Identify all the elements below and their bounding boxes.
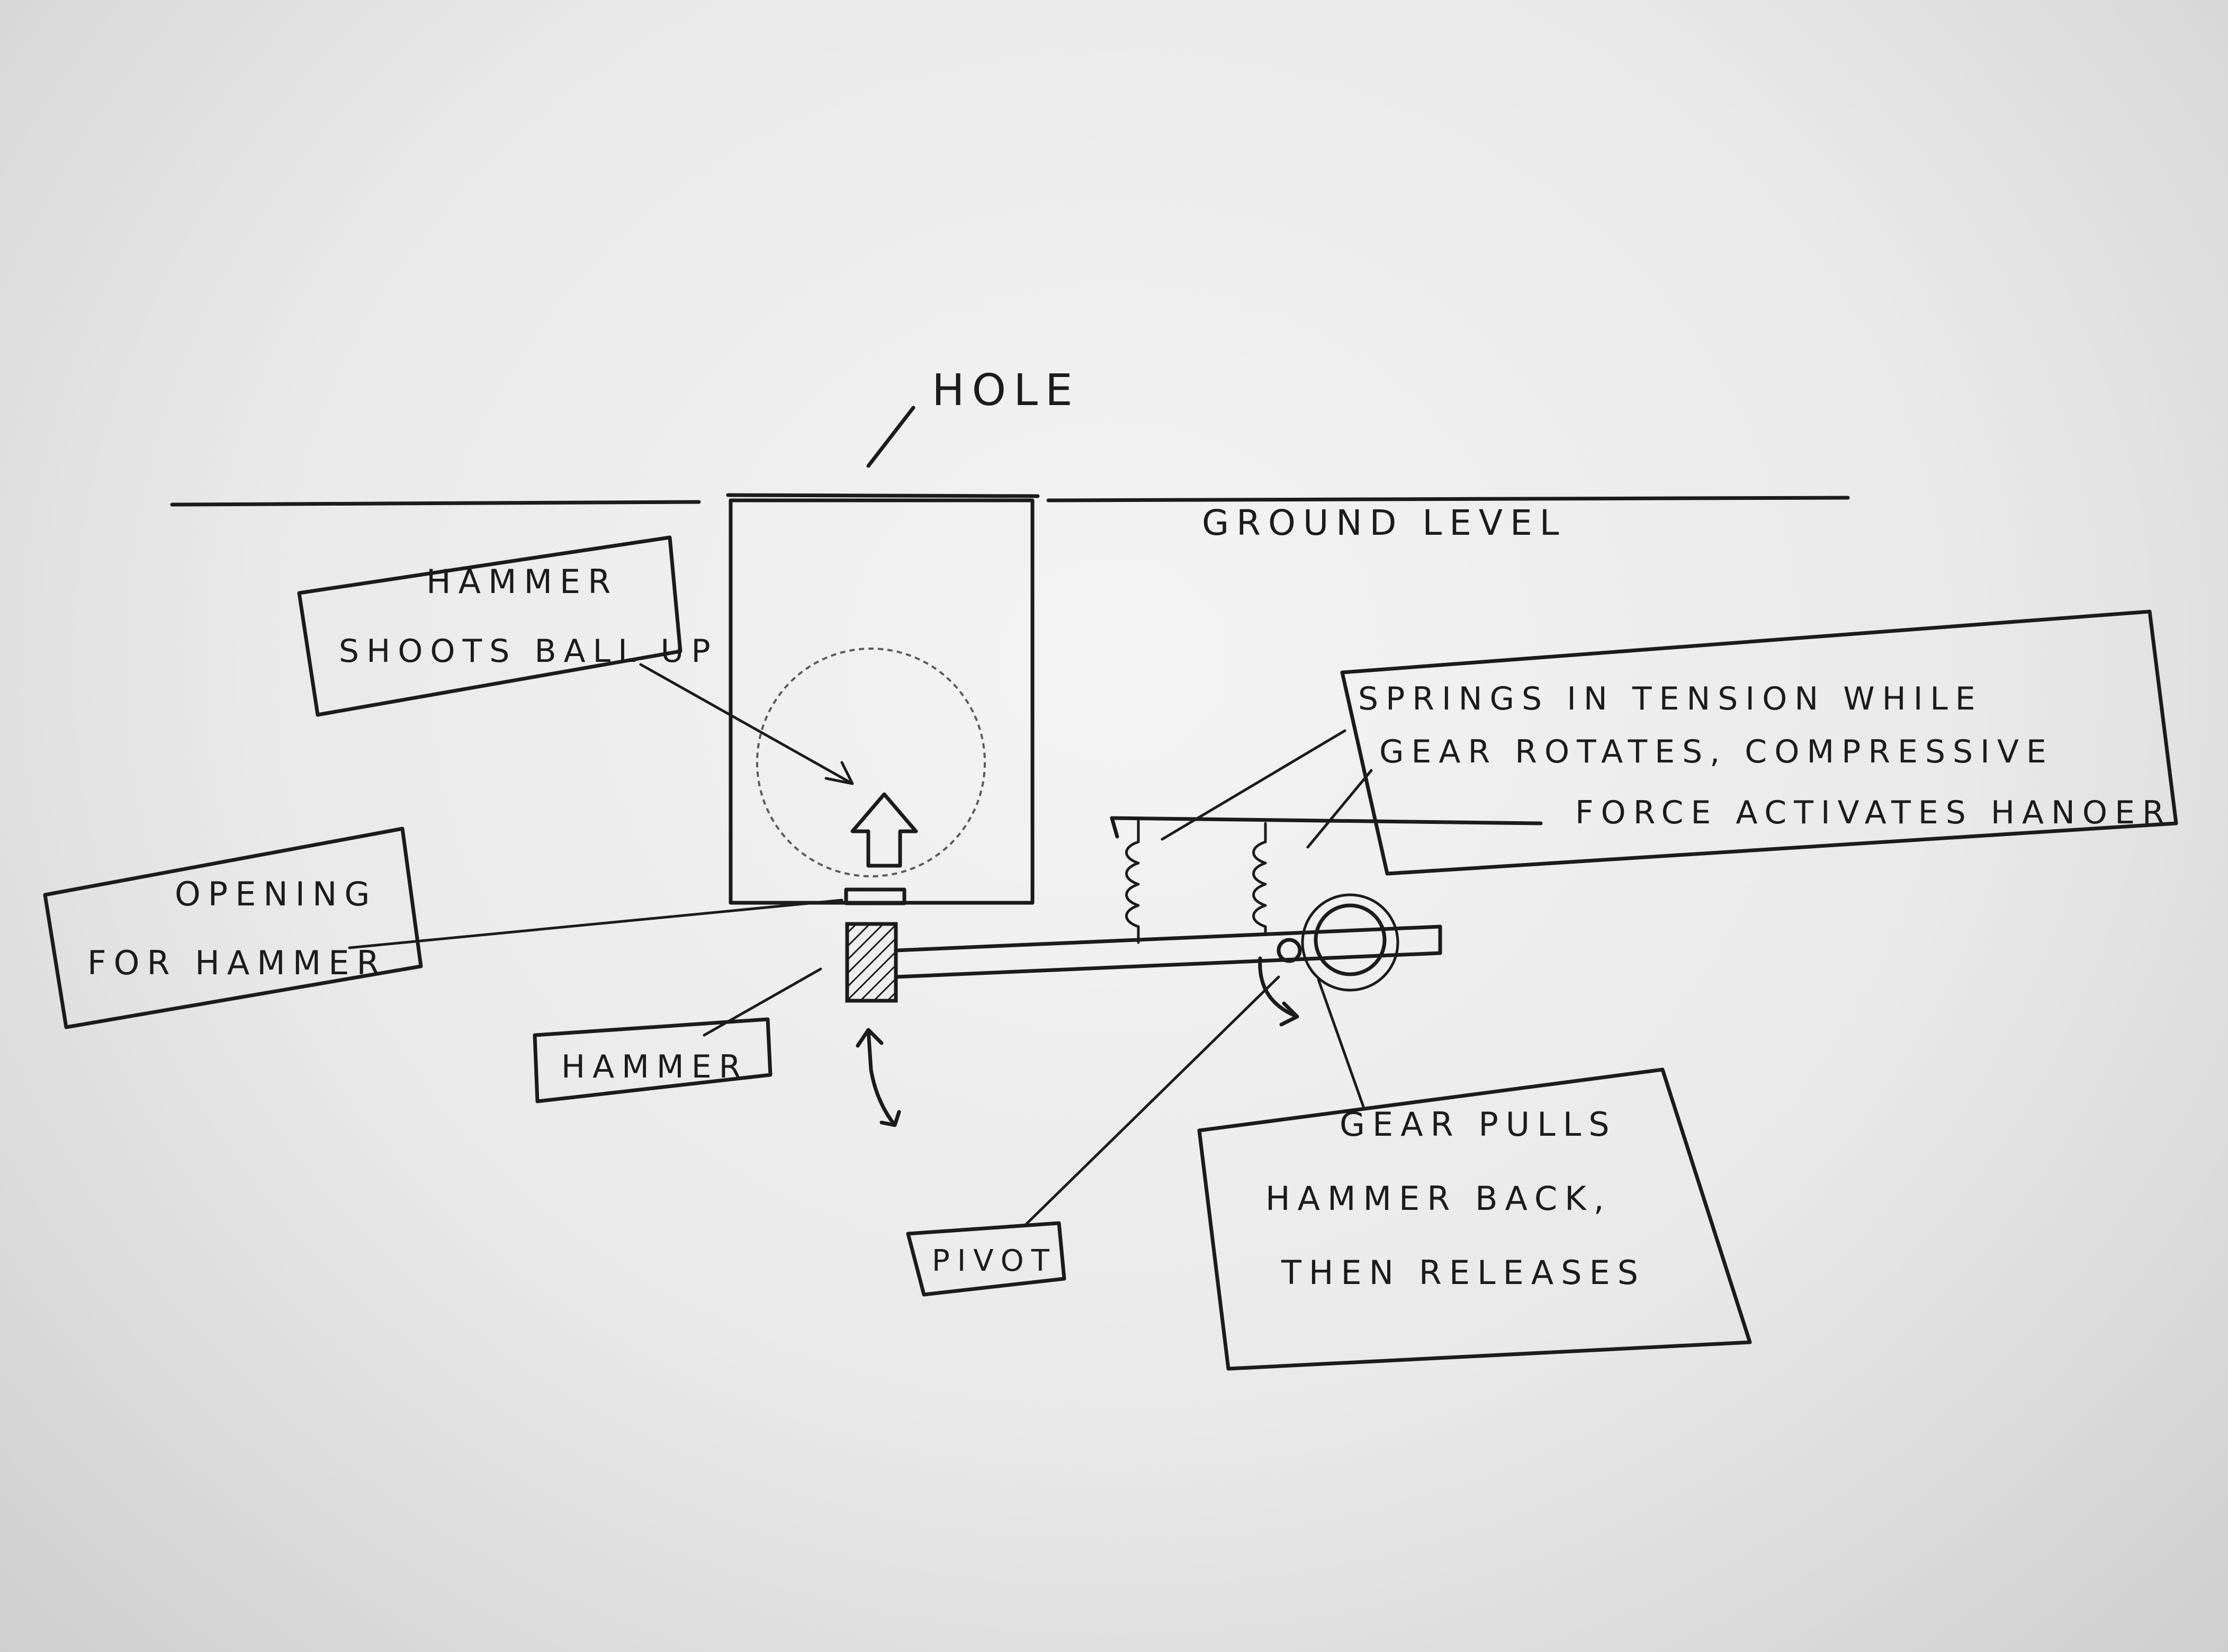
- spring-left: [1125, 816, 1140, 944]
- callout-pivot: PIVOT: [906, 975, 1280, 1297]
- hammer-opening: [844, 887, 906, 905]
- springs-line1: SPRINGS IN TENSION WHILE: [1358, 680, 1983, 717]
- hammer-head: [845, 922, 898, 1003]
- double-arrow-icon: [856, 1028, 901, 1127]
- gear-line1: GEAR PULLS: [1340, 1105, 1617, 1144]
- opening-line1: OPENING: [175, 875, 377, 913]
- hole-label: HOLE: [932, 365, 1080, 416]
- pivot-label: PIVOT: [932, 1244, 1057, 1278]
- hammer-shoots-line1: HAMMER: [426, 562, 618, 601]
- swing-arrow-icon: [1258, 956, 1299, 1027]
- gear-line3: THEN RELEASES: [1281, 1253, 1646, 1292]
- opening-line2: FOR HAMMER: [87, 944, 387, 982]
- ground-level-label: GROUND LEVEL: [1202, 502, 1567, 543]
- callout-opening: OPENING FOR HAMMER: [43, 827, 843, 1029]
- hammer-label: HAMMER: [561, 1048, 748, 1085]
- callout-hammer: HAMMER: [533, 967, 822, 1103]
- spring-right: [1252, 822, 1267, 936]
- up-arrow-icon: [850, 792, 918, 868]
- hammer-arm: [894, 924, 1442, 979]
- hole-leader: [866, 406, 915, 468]
- gear: [1301, 893, 1399, 992]
- pivot-point: [1277, 938, 1302, 963]
- callout-gear: GEAR PULLS HAMMER BACK, THEN RELEASES: [1197, 978, 1752, 1371]
- callout-springs: SPRINGS IN TENSION WHILE GEAR ROTATES, C…: [1161, 609, 2178, 876]
- gear-line2: HAMMER BACK,: [1265, 1179, 1612, 1218]
- springs-line3: FORCE ACTIVATES HANOER: [1575, 794, 2172, 831]
- spring-mount: [1110, 816, 1543, 839]
- ball: [756, 648, 986, 877]
- hammer-shoots-line2: SHOOTS BALL UP: [339, 633, 718, 670]
- ground-line: [170, 493, 1850, 507]
- callout-hammer-shoots: HAMMER SHOOTS BALL UP: [297, 535, 854, 785]
- springs-line2: GEAR ROTATES, COMPRESSIVE: [1379, 733, 2054, 770]
